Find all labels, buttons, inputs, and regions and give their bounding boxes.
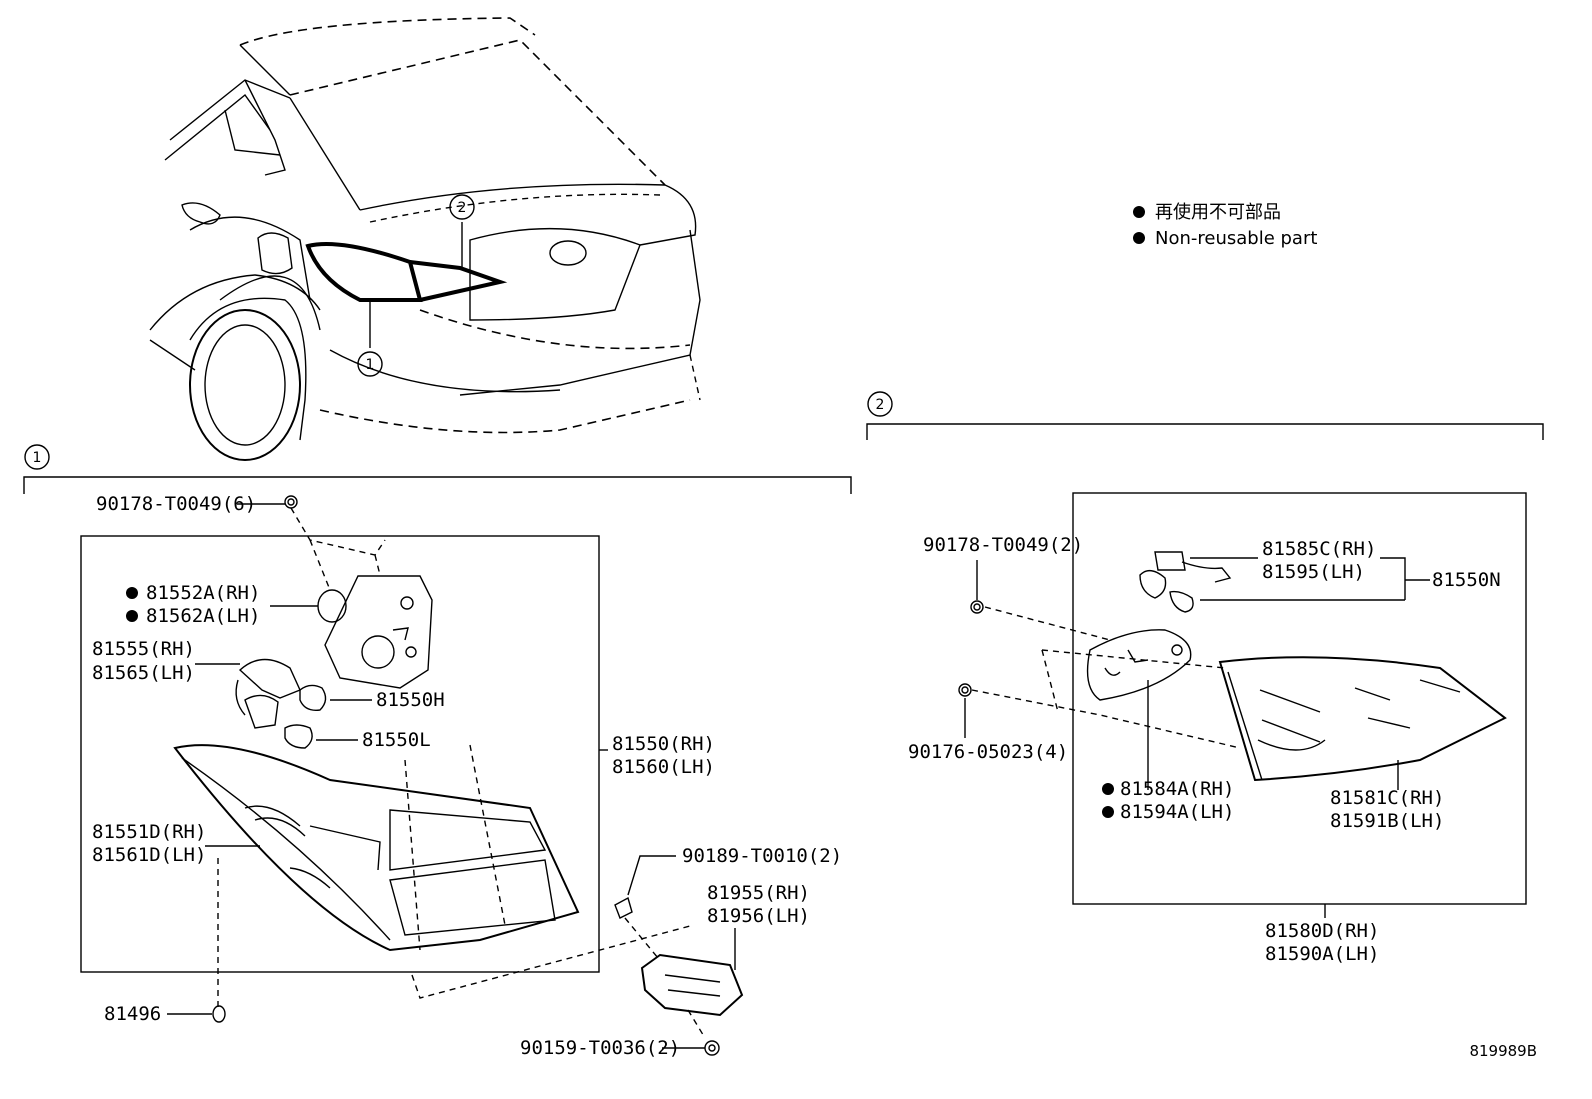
- label-81595-lh: 81595(LH): [1262, 561, 1365, 583]
- figure-id: 819989B: [1469, 1042, 1537, 1060]
- callout-one-car: 1: [366, 357, 375, 373]
- car-rear-illustration: 1 2: [149, 17, 701, 461]
- label-81552a-rh: 81552A(RH): [146, 582, 260, 604]
- legend: 再使用不可部品 Non-reusable part: [1133, 202, 1317, 249]
- label-81496: 81496: [104, 1003, 161, 1025]
- label-81590a-lh: 81590A(LH): [1265, 943, 1379, 965]
- label-81550n: 81550N: [1432, 569, 1501, 591]
- label-81551d-rh: 81551D(RH): [92, 821, 206, 843]
- callout-two-car: 2: [458, 200, 467, 216]
- label-81581c-rh: 81581C(RH): [1330, 787, 1444, 809]
- label-81585c-rh: 81585C(RH): [1262, 538, 1376, 560]
- section-1: 1 90178-T0049(6) 81552A(RH) 81562A(LH) 8…: [23, 444, 852, 1059]
- section-1-callout: 1: [33, 450, 42, 466]
- non-reusable-bullet-icon: [126, 587, 138, 599]
- non-reusable-bullet-icon: [1102, 806, 1114, 818]
- label-81956-lh: 81956(LH): [707, 905, 810, 927]
- label-81550h: 81550H: [376, 689, 445, 711]
- label-90159-t0036-2: 90159-T0036(2): [520, 1037, 680, 1059]
- legend-english: Non-reusable part: [1155, 228, 1317, 249]
- label-90189-t0010-2: 90189-T0010(2): [682, 845, 842, 867]
- label-81955-rh: 81955(RH): [707, 882, 810, 904]
- non-reusable-bullet-icon: [1102, 783, 1114, 795]
- label-90176-05023-4: 90176-05023(4): [908, 741, 1068, 763]
- label-90178-t0049-2: 90178-T0049(2): [923, 534, 1083, 556]
- label-81584a-rh: 81584A(RH): [1120, 778, 1234, 800]
- non-reusable-bullet-icon: [1133, 232, 1145, 244]
- non-reusable-bullet-icon: [1133, 206, 1145, 218]
- non-reusable-bullet-icon: [126, 610, 138, 622]
- label-81591b-lh: 81591B(LH): [1330, 810, 1444, 832]
- label-81594a-lh: 81594A(LH): [1120, 801, 1234, 823]
- label-81561d-lh: 81561D(LH): [92, 844, 206, 866]
- label-90178-t0049-6: 90178-T0049(6): [96, 493, 256, 515]
- section-2-callout: 2: [876, 397, 885, 413]
- legend-japanese: 再使用不可部品: [1155, 202, 1281, 223]
- section-2: 2 90178-T0049(2) 90176-05023(4) 81585C(R…: [866, 391, 1544, 965]
- label-81560-lh: 81560(LH): [612, 756, 715, 778]
- label-81562a-lh: 81562A(LH): [146, 605, 260, 627]
- label-81565-lh: 81565(LH): [92, 662, 195, 684]
- label-81550-rh: 81550(RH): [612, 733, 715, 755]
- label-81555-rh: 81555(RH): [92, 638, 195, 660]
- label-81580d-rh: 81580D(RH): [1265, 920, 1379, 942]
- label-81550l: 81550L: [362, 729, 431, 751]
